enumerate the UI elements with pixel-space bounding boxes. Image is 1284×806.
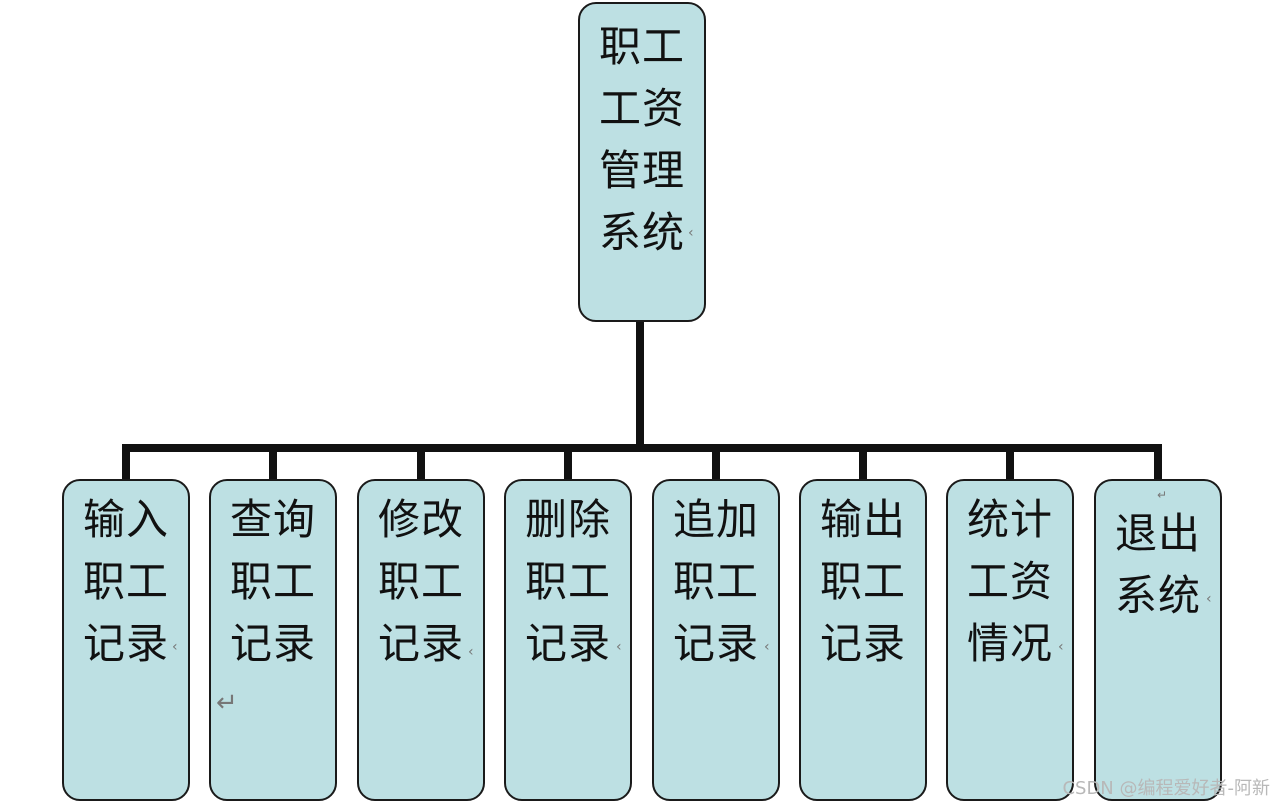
root-node-line-1: 职工 [598, 22, 685, 71]
child-node-line: 工资 [966, 557, 1053, 606]
child-node-line: 职工 [229, 557, 316, 606]
child-node-line: 记录 [229, 619, 316, 668]
child-node-modify: 修改 职工 记录 [357, 479, 485, 801]
root-node-line-2: 工资 [598, 84, 685, 133]
child-node-line: 查询 [229, 495, 316, 544]
child-node-statistics: 统计 工资 情况 [946, 479, 1074, 801]
child-node-line: 删除 [524, 495, 611, 544]
edit-mark-icon: ‹ [1058, 639, 1064, 655]
root-node-line-4: 系统 [598, 208, 685, 257]
child-node-line: 职工 [819, 557, 906, 606]
edit-mark-icon: ‹ [468, 644, 474, 660]
child-node-line: 记录 [672, 619, 759, 668]
edit-mark-icon: ‹ [688, 225, 694, 241]
edit-mark-icon: ‹ [764, 639, 770, 655]
child-node-output: 输出 职工 记录 [799, 479, 927, 801]
child-node-line: 修改 [377, 495, 464, 544]
root-node-line-3: 管理 [598, 146, 685, 195]
child-node-line: 记录 [819, 619, 906, 668]
child-node-exit: 退出 系统 [1094, 479, 1222, 801]
child-node-line: 系统 [1114, 571, 1201, 620]
child-node-line: 职工 [524, 557, 611, 606]
child-node-line: 追加 [672, 495, 759, 544]
child-node-line: 职工 [672, 557, 759, 606]
child-node-delete: 删除 职工 记录 [504, 479, 632, 801]
edit-mark-icon: ‹ [1206, 591, 1212, 607]
child-node-input: 输入 职工 记录 [62, 479, 190, 801]
child-node-line: 职工 [82, 557, 169, 606]
child-node-line: 记录 [82, 619, 169, 668]
child-node-line: 记录 [377, 619, 464, 668]
child-node-line: 情况 [966, 619, 1053, 668]
child-node-line: 输出 [819, 495, 906, 544]
child-node-append: 追加 职工 记录 [652, 479, 780, 801]
edit-mark-icon: ‹ [616, 639, 622, 655]
child-node-line: 职工 [377, 557, 464, 606]
child-node-line: 统计 [966, 495, 1053, 544]
paragraph-return-icon: ↵ [216, 688, 238, 718]
child-node-line: 记录 [524, 619, 611, 668]
watermark: CSDN @编程爱好者-阿新 [1062, 778, 1270, 799]
child-node-line: 退出 [1114, 509, 1201, 558]
paragraph-return-icon: ↵ [1157, 488, 1168, 502]
edit-mark-icon: ‹ [172, 639, 178, 655]
child-node-line: 输入 [82, 495, 169, 544]
child-node-query: 查询 职工 记录 [209, 479, 337, 801]
root-node: 职工 工资 管理 系统 [578, 2, 706, 322]
